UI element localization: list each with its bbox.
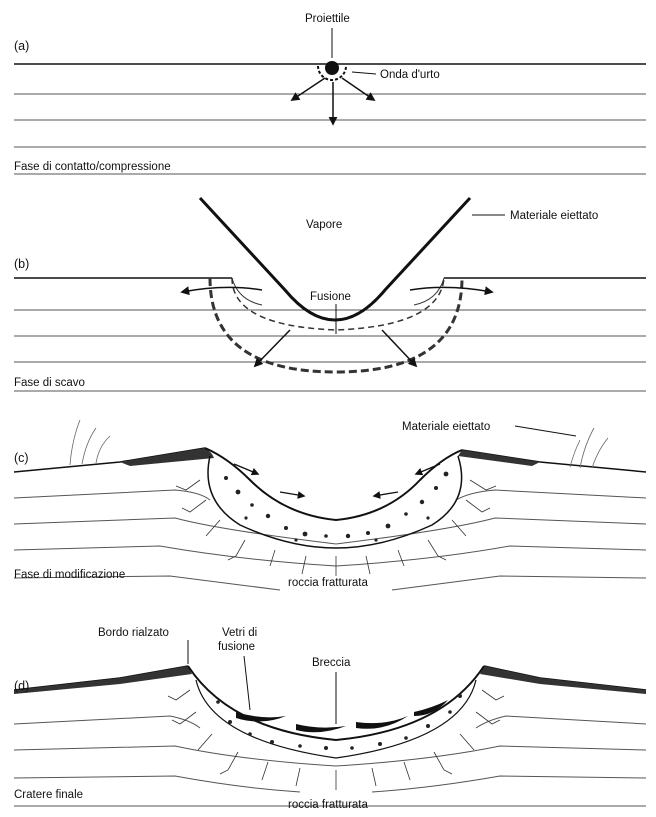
panel-c-letter: (c) <box>14 451 29 465</box>
melt-label: Fusione <box>310 291 351 303</box>
panel-a-letter: (a) <box>14 39 29 53</box>
panel-b-stage: Fase di scavo <box>14 377 85 389</box>
breccia-texture-d <box>216 694 462 750</box>
shock-arrows <box>292 78 374 124</box>
melt-glass-lenses <box>236 700 448 732</box>
ejecta-blanket-right <box>458 450 540 466</box>
panel-d-letter: (d) <box>14 679 29 693</box>
raised-rim-label: Bordo rialzato <box>98 627 169 639</box>
breccia-label: Breccia <box>312 657 351 669</box>
melt-zone-right <box>414 278 444 305</box>
panel-b: (b) Vapore Materiale eiettato Fusione Fa… <box>14 198 646 391</box>
modified-crater-floor <box>205 448 462 520</box>
ejecta-blanket-left <box>120 448 214 466</box>
breccia-texture-c <box>224 472 448 542</box>
raised-rim-left <box>14 666 192 694</box>
panel-a-strata <box>14 64 646 174</box>
shock-wave-leader <box>352 72 376 74</box>
panel-c: (c) Materiale eiettato Fase di modificaz… <box>14 420 646 590</box>
panel-d-stage: Cratere finale <box>14 789 83 801</box>
vapor-label: Vapore <box>306 219 342 231</box>
melt-glass-label-1: Vetri di <box>222 627 257 639</box>
panel-a-stage: Fase di contatto/compressione <box>14 161 171 173</box>
panel-a: (a) Proiettile Onda d'urto Fase di conta… <box>14 13 646 174</box>
melt-glass-leader <box>244 656 250 710</box>
ejecta-label-c: Materiale eiettato <box>402 421 490 433</box>
ejecta-leader-c <box>515 426 576 436</box>
shock-front-inner <box>232 278 444 330</box>
shock-wave-label: Onda d'urto <box>380 69 440 81</box>
fractured-rock-label-c: roccia fratturata <box>288 577 368 589</box>
melt-glass-label-2: fusione <box>218 641 255 653</box>
panel-c-stage: Fase di modificazione <box>14 569 125 581</box>
ejecta-label-b: Materiale eiettato <box>510 210 598 222</box>
fractured-rock-label-d: roccia fratturata <box>288 799 368 811</box>
panel-b-letter: (b) <box>14 257 29 271</box>
projectile-label: Proiettile <box>305 13 350 25</box>
panel-d: (d) Bordo rialzato Vetri di fusione Brec… <box>14 627 646 811</box>
projectile-ball <box>325 61 339 75</box>
melt-zone-left <box>232 278 262 305</box>
